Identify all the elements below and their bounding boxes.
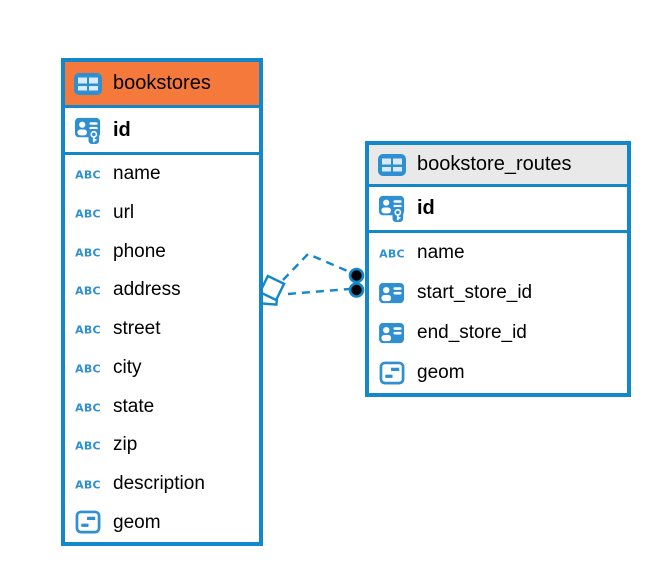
text-icon: ABC <box>72 244 104 260</box>
column-row-id[interactable]: id <box>369 187 627 233</box>
text-icon: ABC <box>72 205 104 221</box>
text-icon: ABC <box>72 437 104 453</box>
column-row-geom[interactable]: geom <box>65 503 259 542</box>
svg-text:ABC: ABC <box>75 440 101 453</box>
text-icon: ABC <box>72 166 104 182</box>
column-name: phone <box>113 240 166 262</box>
column-row-geom[interactable]: geom <box>369 353 627 393</box>
column-row-street[interactable]: ABC street <box>65 310 259 349</box>
column-row-city[interactable]: ABC city <box>65 349 259 388</box>
text-icon: ABC <box>72 321 104 337</box>
reference-icon <box>376 282 408 305</box>
text-icon: ABC <box>376 245 408 261</box>
svg-text:ABC: ABC <box>75 401 101 414</box>
column-name: geom <box>417 362 465 383</box>
column-row-id[interactable]: id <box>65 108 259 155</box>
column-row-name[interactable]: ABC name <box>65 155 259 194</box>
column-row-state[interactable]: ABC state <box>65 387 259 426</box>
svg-text:ABC: ABC <box>75 324 101 337</box>
relationship-many-marker[interactable] <box>258 274 286 306</box>
column-name: city <box>113 356 142 378</box>
relationship-line-lower[interactable] <box>287 287 350 296</box>
column-name: id <box>417 197 435 219</box>
column-name: url <box>113 202 135 224</box>
table-header[interactable]: bookstores <box>65 62 259 108</box>
table-icon <box>376 153 408 177</box>
svg-text:ABC: ABC <box>75 246 101 259</box>
column-row-url[interactable]: ABC url <box>65 194 259 233</box>
column-name: end_store_id <box>417 322 527 343</box>
column-row-phone[interactable]: ABC phone <box>65 232 259 271</box>
column-name: address <box>113 279 181 301</box>
table-header[interactable]: bookstore_routes <box>369 145 627 187</box>
svg-text:ABC: ABC <box>75 285 101 298</box>
column-row-name[interactable]: ABC name <box>369 233 627 273</box>
relationship-endpoint-dot-lower[interactable] <box>348 282 365 298</box>
primary-key-icon <box>376 194 408 223</box>
table-title: bookstores <box>113 72 211 94</box>
text-icon: ABC <box>72 476 104 492</box>
text-icon: ABC <box>72 360 104 376</box>
text-icon: ABC <box>72 399 104 415</box>
svg-text:ABC: ABC <box>75 208 101 221</box>
column-name: start_store_id <box>417 282 533 303</box>
column-name: name <box>113 163 161 185</box>
column-row-description[interactable]: ABC description <box>65 465 259 504</box>
svg-text:ABC: ABC <box>75 478 101 491</box>
column-name: zip <box>113 434 138 456</box>
relationship-endpoint-dot-upper[interactable] <box>348 267 365 284</box>
column-name: street <box>113 318 161 340</box>
column-name: state <box>113 395 155 417</box>
reference-icon <box>376 322 408 345</box>
geometry-icon <box>376 361 408 386</box>
column-name: geom <box>113 511 161 533</box>
table-icon <box>72 72 104 96</box>
svg-text:ABC: ABC <box>75 362 101 375</box>
column-name: description <box>113 472 205 494</box>
column-row-address[interactable]: ABC address <box>65 271 259 310</box>
text-icon: ABC <box>72 282 104 298</box>
primary-key-icon <box>72 116 104 145</box>
column-row-start_store_id[interactable]: start_store_id <box>369 273 627 313</box>
column-row-end_store_id[interactable]: end_store_id <box>369 313 627 353</box>
table-title: bookstore_routes <box>417 153 572 175</box>
column-name: name <box>417 242 465 263</box>
geometry-icon <box>72 510 104 535</box>
column-row-zip[interactable]: ABC zip <box>65 426 259 465</box>
column-name: id <box>113 118 131 141</box>
svg-text:ABC: ABC <box>379 248 405 261</box>
relationship-line-upper[interactable] <box>282 252 353 281</box>
svg-text:ABC: ABC <box>75 169 101 182</box>
